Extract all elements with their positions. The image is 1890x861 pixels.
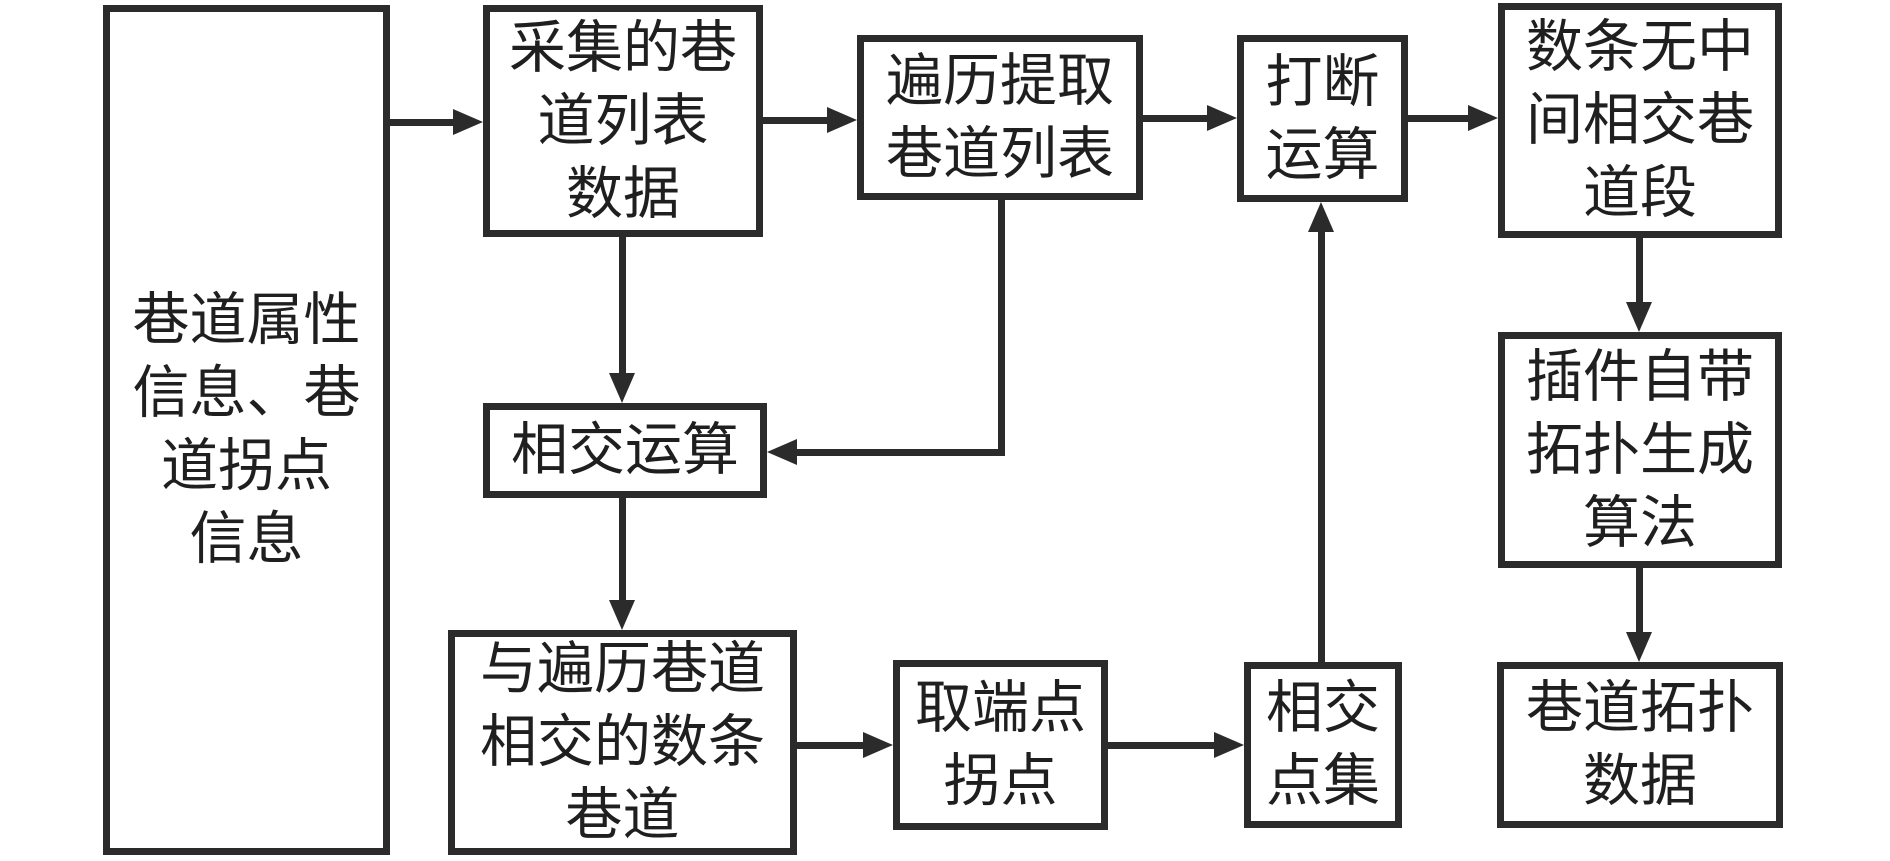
edge-collected-list-to-traverse-extract-line-0 <box>763 116 827 124</box>
edge-traverse-extract-to-break-operation-line-0 <box>1143 114 1207 122</box>
edge-collected-list-to-intersect-operation-line-0 <box>618 237 626 373</box>
node-topology-data-line-0: 巷道拓扑 <box>1526 677 1754 740</box>
edge-collected-list-to-traverse-extract-arrowhead <box>827 107 857 133</box>
edge-collected-list-to-intersect-operation-arrowhead <box>609 373 635 403</box>
node-topology-data-line-1: 数据 <box>1583 750 1697 813</box>
node-plugin-topology-line-1: 拓扑生成 <box>1526 418 1754 482</box>
node-input-info-line-3: 信息 <box>189 508 304 571</box>
node-intersection-points-line-0: 相交 <box>1266 677 1380 740</box>
node-intersect-operation-line-0: 相交运算 <box>511 419 739 482</box>
node-plugin-topology-line-0: 插件自带 <box>1526 345 1754 409</box>
node-input-info-line-2: 道拐点 <box>161 435 332 498</box>
node-traverse-extract-line-1: 巷道列表 <box>886 122 1114 186</box>
node-intersecting-roadways-line-2: 巷道 <box>565 784 680 847</box>
edge-intersecting-roadways-to-endpoints-line-0 <box>797 741 863 749</box>
edge-break-operation-to-segments-arrowhead <box>1468 105 1498 131</box>
edge-break-operation-to-segments-line-0 <box>1408 114 1468 122</box>
edge-segments-to-plugin-topology-line-0 <box>1635 238 1643 302</box>
node-intersection-points-line-1: 点集 <box>1266 750 1380 813</box>
node-segments: 数条无中间相交巷道段 <box>1498 3 1782 238</box>
node-plugin-topology: 插件自带拓扑生成算法 <box>1498 332 1782 568</box>
node-segments-line-0: 数条无中 <box>1526 16 1754 79</box>
node-traverse-extract: 遍历提取巷道列表 <box>857 35 1143 200</box>
node-break-operation: 打断运算 <box>1237 35 1408 202</box>
node-input-info-line-1: 信息、巷 <box>132 362 361 425</box>
node-collected-list-line-0: 采集的巷 <box>509 16 737 80</box>
edge-intersection-points-to-break-operation-arrowhead <box>1308 202 1334 232</box>
node-topology-data: 巷道拓扑数据 <box>1497 662 1783 828</box>
edge-endpoints-to-intersection-points-line-0 <box>1108 741 1214 749</box>
edge-traverse-extract-to-break-operation-arrowhead <box>1207 105 1237 131</box>
edge-plugin-topology-to-topology-data-arrowhead <box>1626 632 1652 662</box>
node-intersection-points: 相交点集 <box>1244 662 1402 828</box>
node-input-info: 巷道属性信息、巷道拐点信息 <box>103 5 390 855</box>
edge-segments-to-plugin-topology-arrowhead <box>1626 302 1652 332</box>
node-input-info-line-0: 巷道属性 <box>132 289 361 352</box>
node-break-operation-line-1: 运算 <box>1265 123 1380 187</box>
node-endpoints: 取端点拐点 <box>893 660 1108 830</box>
edge-intersect-operation-to-intersecting-roadways-arrowhead <box>609 600 635 630</box>
node-intersecting-roadways-line-0: 与遍历巷道 <box>480 638 765 701</box>
edge-intersect-operation-to-intersecting-roadways-line-0 <box>618 498 626 600</box>
edge-intersection-points-to-break-operation-line-0 <box>1317 232 1325 662</box>
edge-endpoints-to-intersection-points-arrowhead <box>1214 732 1244 758</box>
edge-traverse-extract-to-intersect-operation-line-1 <box>797 448 1005 456</box>
node-endpoints-line-1: 拐点 <box>943 750 1058 813</box>
edge-plugin-topology-to-topology-data-line-0 <box>1635 568 1643 632</box>
edge-traverse-extract-to-intersect-operation-line-0 <box>997 200 1005 456</box>
node-intersect-operation: 相交运算 <box>483 403 767 498</box>
edge-intersecting-roadways-to-endpoints-arrowhead <box>863 732 893 758</box>
edge-traverse-extract-to-intersect-operation-arrowhead <box>767 439 797 465</box>
node-traverse-extract-line-0: 遍历提取 <box>886 49 1114 113</box>
node-endpoints-line-0: 取端点 <box>915 677 1086 740</box>
node-plugin-topology-line-2: 算法 <box>1583 491 1697 555</box>
node-intersecting-roadways: 与遍历巷道相交的数条巷道 <box>448 630 797 855</box>
node-collected-list-line-1: 道列表 <box>537 89 709 153</box>
node-segments-line-2: 道段 <box>1583 162 1697 225</box>
node-intersecting-roadways-line-1: 相交的数条 <box>480 711 765 774</box>
node-collected-list-line-2: 数据 <box>566 162 680 226</box>
node-segments-line-1: 间相交巷 <box>1526 89 1754 152</box>
node-break-operation-line-0: 打断 <box>1265 50 1380 114</box>
edge-input-info-to-collected-list-arrowhead <box>453 109 483 135</box>
node-collected-list: 采集的巷道列表数据 <box>483 5 763 237</box>
edge-input-info-to-collected-list-line-0 <box>390 118 453 126</box>
